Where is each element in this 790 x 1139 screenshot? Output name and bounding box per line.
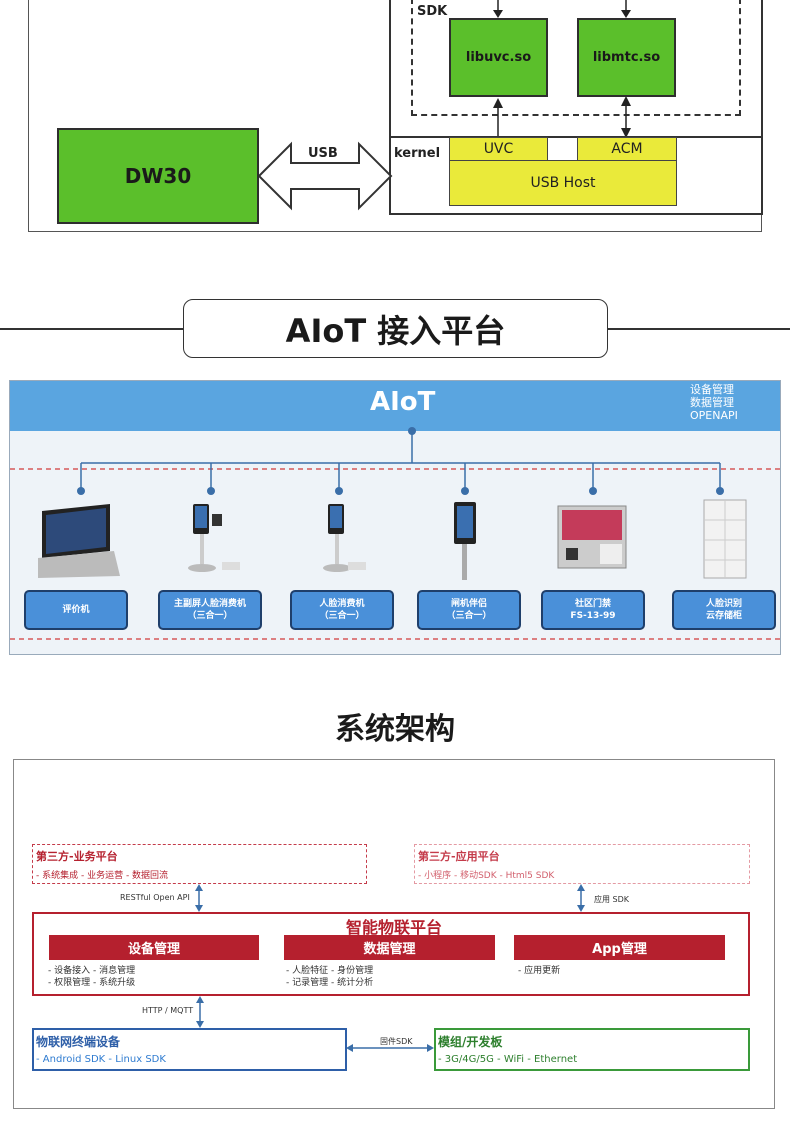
usb-host-box: USB Host	[449, 160, 677, 206]
device-sublabel: （三合一）	[187, 611, 233, 621]
title-rule-right	[606, 328, 790, 330]
sdk-frame	[411, 0, 741, 116]
iot-platform-box	[32, 912, 750, 996]
third-party-app-items: - 小程序 - 移动SDK - Html5 SDK	[418, 871, 555, 881]
device-label: 评价机	[62, 605, 90, 615]
evaluator-image	[38, 504, 120, 578]
third-party-app-box	[414, 844, 750, 884]
aiot-header-title: AIoT	[370, 387, 436, 417]
iot-platform-title: 智能物联平台	[345, 918, 442, 937]
aiot-device-diagram: AIoT 设备管理 数据管理 OPENAPI	[9, 380, 781, 655]
iot-terminal-box	[32, 1028, 347, 1071]
sdk-label: SDK	[417, 4, 448, 19]
dw30-box: DW30	[57, 128, 259, 224]
module-line: - 记录管理 - 统计分析	[286, 978, 374, 988]
aiot-header-bar	[10, 381, 780, 431]
module-data-management[interactable]: 数据管理	[284, 935, 495, 960]
kernel-label: kernel	[394, 146, 441, 161]
aiot-section-title: AIoT 接入平台	[183, 299, 608, 358]
libmtc-box: libmtc.so	[577, 18, 676, 97]
device-label: 闸机伴侣	[450, 599, 487, 609]
device-label: 人脸识别	[705, 599, 742, 609]
tick-label-1: I1	[491, 0, 499, 2]
acm-box: ACM	[577, 137, 677, 161]
device-dual-screen-kiosk[interactable]: 主副屏人脸消费机 （三合一）	[158, 590, 262, 630]
iot-terminal-title: 物联网终端设备	[36, 1035, 121, 1049]
libuvc-box: libuvc.so	[449, 18, 548, 97]
device-face-payment[interactable]: 人脸消费机 （三合一）	[290, 590, 394, 630]
third-party-app-title: 第三方-应用平台	[418, 850, 500, 863]
module-line: - 权限管理 - 系统升级	[48, 978, 136, 988]
module-line: - 人脸特征 - 身份管理	[286, 966, 374, 976]
dual-screen-kiosk-image	[188, 504, 240, 572]
third-party-business-title: 第三方-业务平台	[36, 850, 118, 863]
locker-image	[703, 499, 747, 579]
gate-companion-image	[454, 502, 476, 580]
side-item-openapi: OPENAPI	[690, 409, 738, 422]
device-sublabel: 云存储柜	[705, 611, 742, 621]
tick-label-2: I2	[621, 0, 629, 2]
side-item-data-mgmt: 数据管理	[690, 396, 734, 409]
device-sublabel: FS-13-99	[570, 611, 616, 621]
app-sdk-label: 应用 SDK	[594, 895, 630, 904]
module-app-management[interactable]: App管理	[514, 935, 725, 960]
module-board-items: - 3G/4G/5G - WiFi - Ethernet	[438, 1054, 578, 1065]
aiot-connectors	[10, 427, 780, 640]
architecture-connectors	[195, 884, 585, 1052]
system-frame	[389, 0, 763, 215]
module-app-lines: - 应用更新	[518, 965, 560, 977]
face-payment-kiosk-image	[323, 504, 366, 572]
usb-arrow-label: USB	[308, 146, 338, 161]
device-evaluator[interactable]: 评价机	[24, 590, 128, 630]
title-rule-left	[0, 328, 184, 330]
module-board-title: 模组/开发板	[438, 1035, 503, 1049]
module-device-lines: - 设备接入 - 消息管理 - 权限管理 - 系统升级	[48, 965, 135, 989]
module-line: - 应用更新	[518, 966, 561, 976]
module-board-box	[434, 1028, 750, 1071]
side-item-device-mgmt: 设备管理	[690, 383, 734, 396]
device-sublabel: （三合一）	[319, 611, 365, 621]
device-door-access[interactable]: 社区门禁 FS-13-99	[541, 590, 645, 630]
device-sublabel: （三合一）	[446, 611, 492, 621]
system-architecture-title: 系统架构	[335, 712, 455, 747]
aiot-side-list: 设备管理 数据管理 OPENAPI	[690, 383, 738, 422]
http-mqtt-label: HTTP / MQTT	[142, 1006, 194, 1015]
device-illustrations	[38, 499, 747, 580]
device-label: 主副屏人脸消费机	[173, 599, 246, 609]
restful-label: RESTful Open API	[120, 893, 190, 902]
usb-architecture-diagram: SDK I1 I2 libuvc.so libmtc.so kernel UVC…	[28, 0, 763, 232]
device-face-locker[interactable]: 人脸识别 云存储柜	[672, 590, 776, 630]
firmware-sdk-label: 固件SDK	[380, 1037, 413, 1046]
device-label: 社区门禁	[574, 599, 611, 609]
iot-terminal-items: - Android SDK - Linux SDK	[36, 1054, 166, 1065]
module-data-lines: - 人脸特征 - 身份管理 - 记录管理 - 统计分析	[286, 965, 373, 989]
device-gate-companion[interactable]: 闸机伴侣 （三合一）	[417, 590, 521, 630]
uvc-box: UVC	[449, 137, 548, 161]
module-device-management[interactable]: 设备管理	[49, 935, 259, 960]
module-line: - 设备接入 - 消息管理	[48, 966, 136, 976]
system-architecture-diagram: 第三方-业务平台 - 系统集成 - 业务运营 - 数据回流 第三方-应用平台 -…	[13, 759, 775, 1109]
door-access-image	[557, 505, 627, 569]
third-party-business-items: - 系统集成 - 业务运营 - 数据回流	[36, 871, 169, 881]
device-label: 人脸消费机	[319, 599, 365, 609]
third-party-business-box	[32, 844, 367, 884]
